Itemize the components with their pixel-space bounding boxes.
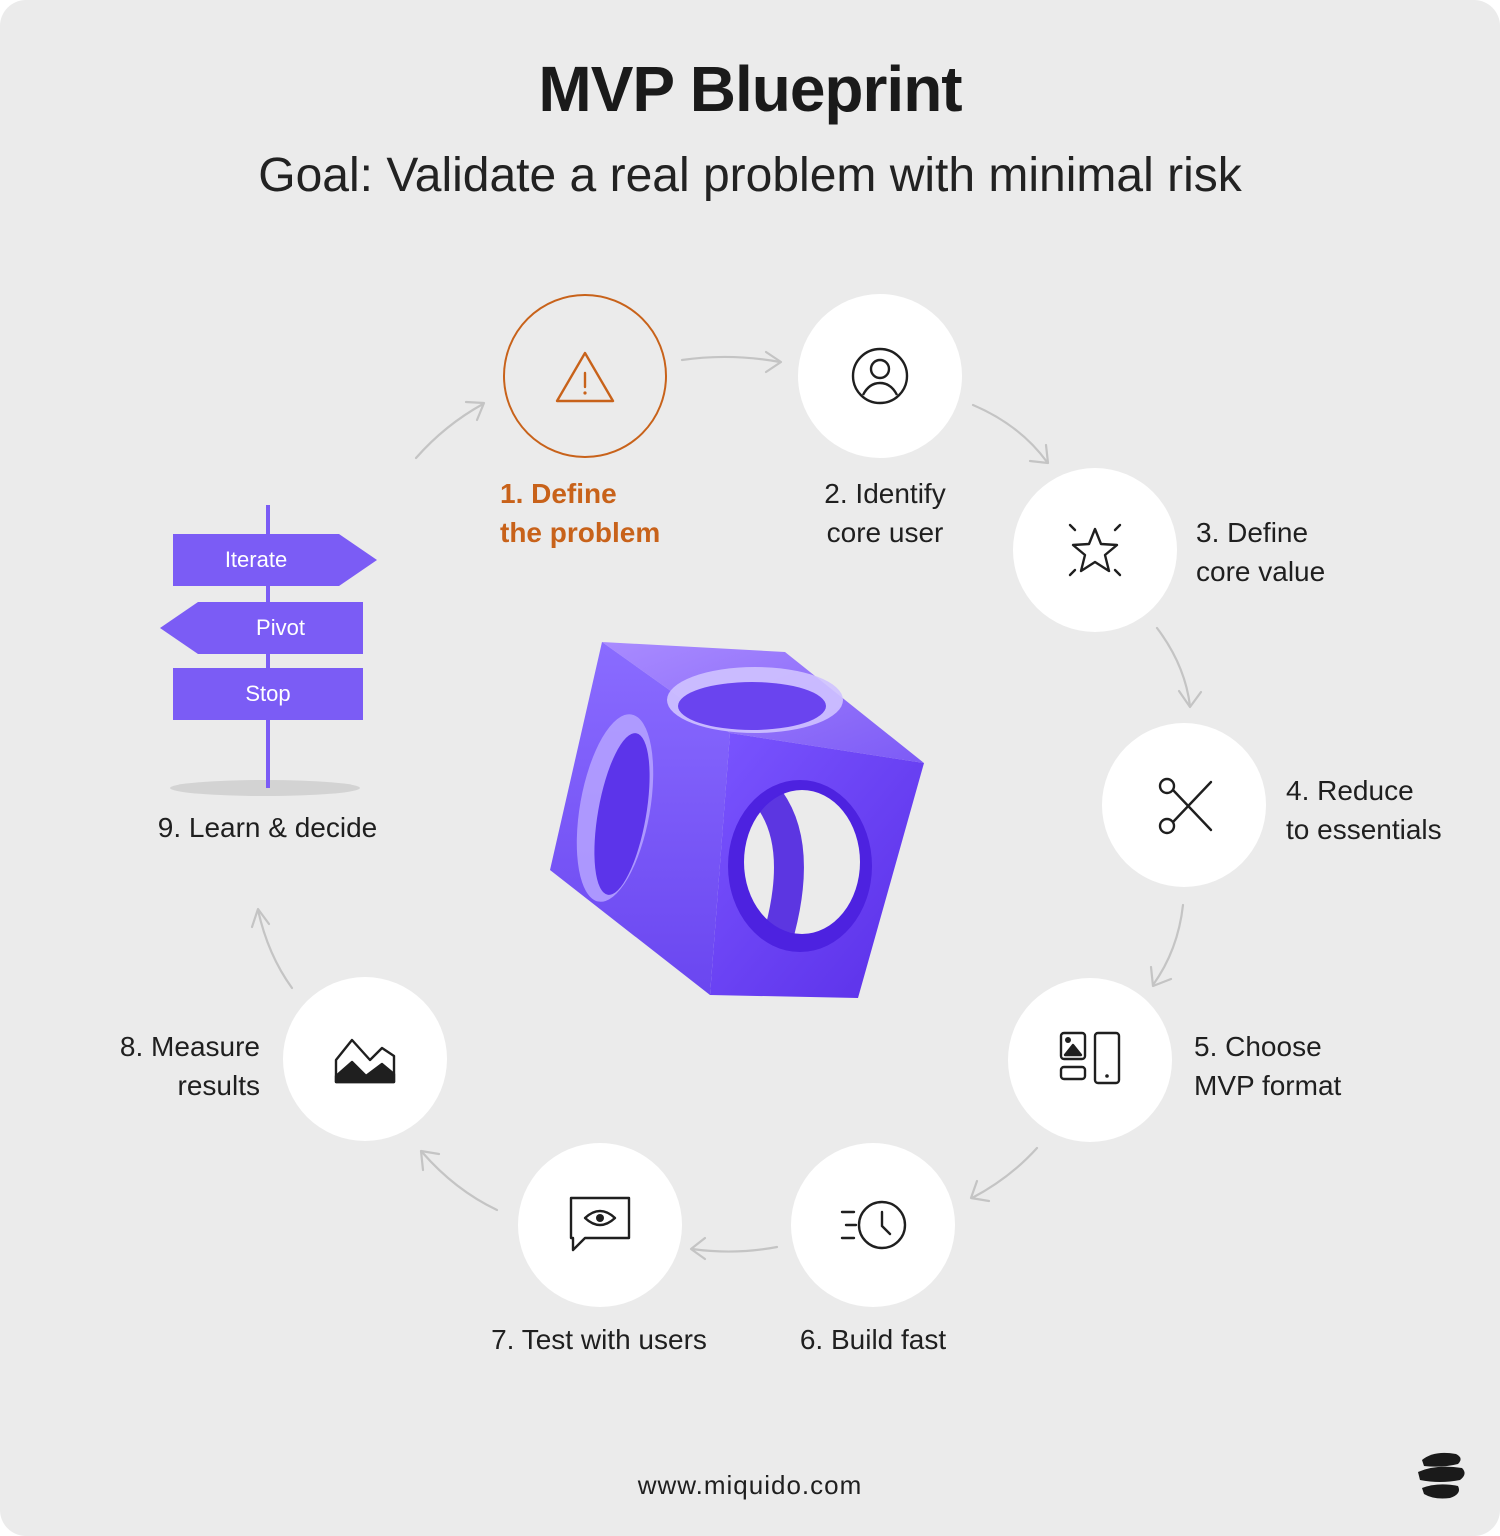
scissors-icon xyxy=(1158,777,1213,835)
arrow-3-4 xyxy=(1155,626,1203,709)
step-8-label: 8. Measure results xyxy=(119,1031,260,1101)
sign-pivot-label: Pivot xyxy=(256,615,305,640)
page-title: MVP Blueprint xyxy=(538,53,962,125)
warning-icon xyxy=(555,351,615,403)
arrow-4-5 xyxy=(1149,903,1185,988)
step-build-fast xyxy=(791,1143,955,1307)
step-4-label: 4. Reduce to essentials xyxy=(1286,775,1442,845)
clock-icon xyxy=(840,1200,907,1250)
sign-stop-label: Stop xyxy=(245,681,291,706)
arrow-2-3 xyxy=(971,403,1050,465)
step-identify-user xyxy=(798,294,962,458)
arrow-5-6 xyxy=(969,1146,1039,1203)
sign-stop: Stop xyxy=(173,668,363,720)
step-define-value xyxy=(1013,468,1177,632)
arrow-1-2 xyxy=(680,350,783,374)
step-3-label: 3. Define core value xyxy=(1196,517,1326,587)
step-2-label: 2. Identify core user xyxy=(824,478,946,548)
chart-icon xyxy=(334,1038,396,1084)
sign-pivot-arrow xyxy=(160,602,198,654)
page-subtitle: Goal: Validate a real problem with minim… xyxy=(258,149,1242,202)
sign-iterate-label: Iterate xyxy=(224,547,288,572)
arrow-7-8 xyxy=(419,1149,499,1212)
arrow-6-7 xyxy=(689,1236,779,1261)
step-1-label: 1. Define the problem xyxy=(500,478,661,548)
arrow-8-9 xyxy=(250,907,294,990)
user-icon xyxy=(851,347,909,405)
step-6-label: 6. Build fast xyxy=(799,1324,947,1355)
step-7-label: 7. Test with users xyxy=(491,1324,707,1355)
chat-eye-icon xyxy=(569,1196,631,1252)
step-define-problem xyxy=(503,294,667,458)
sign-iterate-arrow xyxy=(339,534,377,586)
step-test-users xyxy=(518,1143,682,1307)
footer-url: www.miquido.com xyxy=(637,1470,863,1500)
cube-illustration xyxy=(550,642,924,998)
step-choose-format xyxy=(1008,978,1172,1142)
arrow-9-1 xyxy=(414,400,486,460)
step-9-label: 9. Learn & decide xyxy=(157,812,378,843)
sign-pivot: Pivot xyxy=(198,602,363,654)
step-reduce-essentials xyxy=(1102,723,1266,887)
step-5-label: 5. Choose MVP format xyxy=(1194,1031,1342,1101)
devices-icon xyxy=(1059,1031,1121,1085)
miquido-logo xyxy=(1418,1452,1465,1499)
sign-iterate: Iterate xyxy=(173,534,339,586)
star-icon xyxy=(1068,523,1122,577)
step-measure-results xyxy=(283,977,447,1141)
signpost-shadow xyxy=(170,780,360,796)
